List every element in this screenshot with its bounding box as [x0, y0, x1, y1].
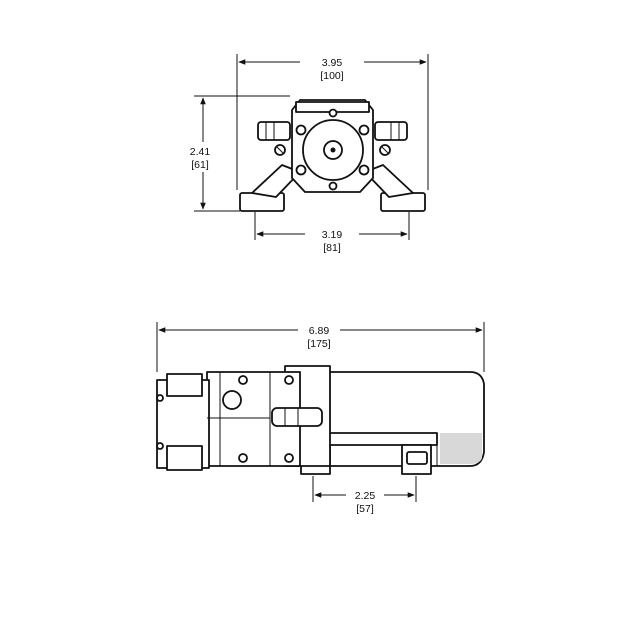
side-view: 6.89 [175]: [156, 322, 485, 515]
length-in-label: 6.89: [309, 325, 330, 337]
side-mount-mm-label: [57]: [356, 503, 374, 515]
front-mount-mm-label: [81]: [323, 242, 341, 254]
height-in-label: 2.41: [190, 146, 211, 158]
side-mount-dimension: 2.25 [57]: [312, 476, 417, 515]
width-in-label: 3.95: [322, 57, 343, 69]
pump-front-outline: [239, 99, 426, 212]
front-mount-dimension: 3.19 [81]: [254, 212, 410, 254]
length-dimension: 6.89 [175]: [156, 322, 485, 372]
height-mm-label: [61]: [191, 159, 209, 171]
front-view: 3.95 [100] 2.41 [61]: [190, 54, 429, 254]
front-mount-in-label: 3.19: [322, 229, 343, 241]
side-mount-in-label: 2.25: [355, 490, 376, 502]
length-mm-label: [175]: [307, 338, 330, 350]
width-mm-label: [100]: [320, 70, 343, 82]
pump-side-outline: [156, 365, 485, 475]
width-dimension: 3.95 [100]: [236, 54, 429, 190]
height-dimension: 2.41 [61]: [190, 95, 290, 212]
